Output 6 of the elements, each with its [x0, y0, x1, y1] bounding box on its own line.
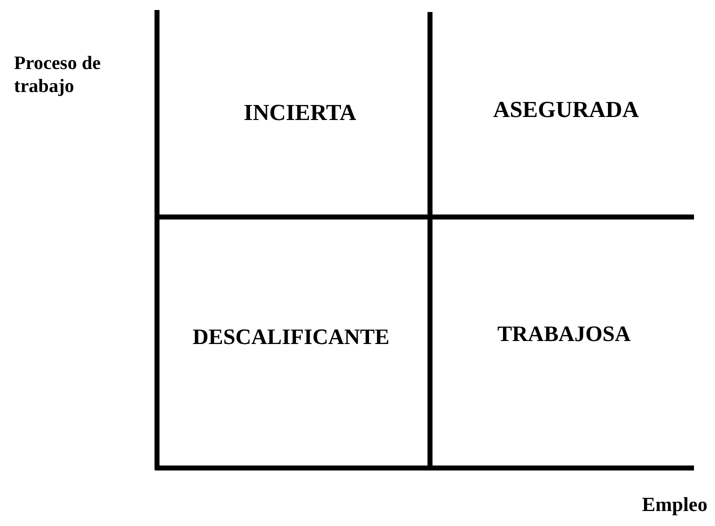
axis-label: Empleo [642, 493, 708, 517]
quadrant-label: ASEGURADA [493, 96, 639, 124]
quadrant-label: INCIERTA [244, 99, 356, 127]
axis-label: Proceso de trabajo [14, 53, 102, 99]
quadrant-label: DESCALIFICANTE [192, 324, 390, 350]
quadrant-label: TRABAJOSA [497, 321, 631, 348]
